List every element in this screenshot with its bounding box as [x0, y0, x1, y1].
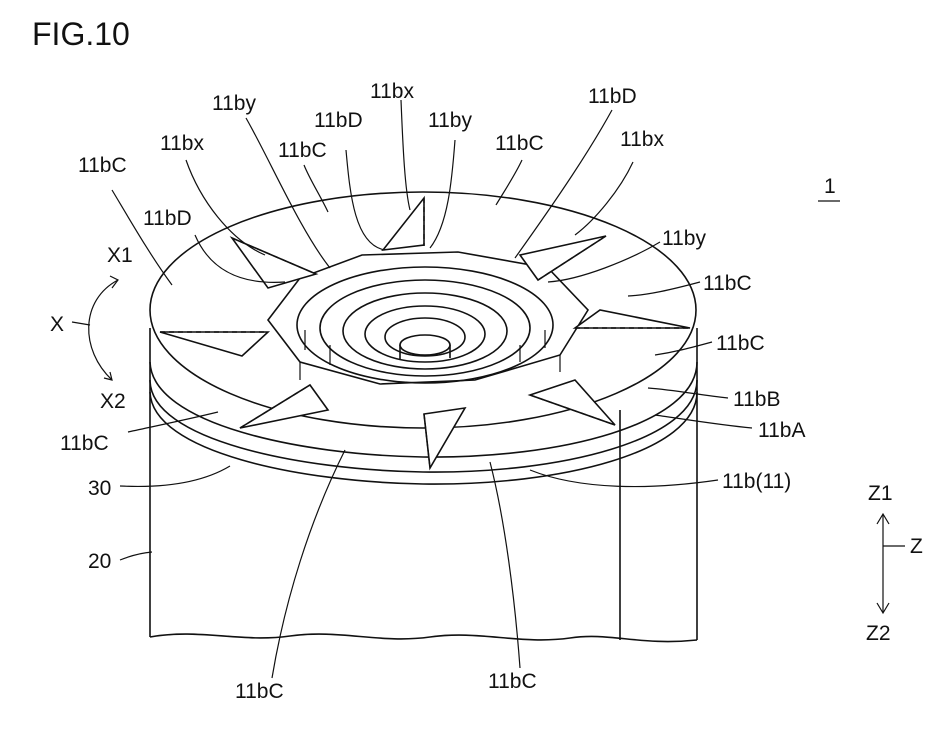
label-11b-11: 11b(11) [722, 470, 791, 493]
label-11bB: 11bB [733, 388, 781, 411]
label-11bD-top-right: 11bD [588, 85, 637, 108]
label-11by-top-mid: 11by [428, 109, 472, 132]
label-11bC-upper-mid: 11bC [278, 139, 327, 162]
axis-label-z: Z [910, 535, 923, 558]
label-20: 20 [88, 550, 111, 573]
label-30: 30 [88, 477, 111, 500]
flap-bottom [424, 408, 465, 468]
label-11bC-bottom-left: 11bC [235, 680, 284, 703]
label-11bC-upper-right: 11bC [495, 132, 544, 155]
label-11bA: 11bA [758, 419, 806, 442]
label-11bC-right-2: 11bC [716, 332, 765, 355]
label-11bC-right-1: 11bC [703, 272, 752, 295]
label-11bD-top-mid: 11bD [314, 109, 363, 132]
figure-title: FIG.10 [32, 16, 130, 52]
label-11by-right: 11by [662, 227, 706, 250]
axis-label-x2: X2 [100, 390, 126, 413]
label-11bx-right: 11bx [620, 128, 664, 151]
z-axis-indicator [877, 514, 905, 613]
label-11bC-bottom-right: 11bC [488, 670, 537, 693]
x-axis-indicator [72, 276, 118, 380]
reference-numeral: 1 [824, 175, 836, 198]
axis-label-x1: X1 [107, 244, 133, 267]
axis-label-z1: Z1 [868, 482, 893, 505]
label-11by-top-left: 11by [212, 92, 256, 115]
label-11bx-top: 11bx [370, 80, 414, 103]
label-11bC-top-left: 11bC [78, 154, 127, 177]
label-11bC-left: 11bC [60, 432, 109, 455]
label-11bx-left: 11bx [160, 132, 204, 155]
axis-label-x: X [50, 313, 64, 336]
axis-label-z2: Z2 [866, 622, 891, 645]
label-11bD-left: 11bD [143, 207, 192, 230]
